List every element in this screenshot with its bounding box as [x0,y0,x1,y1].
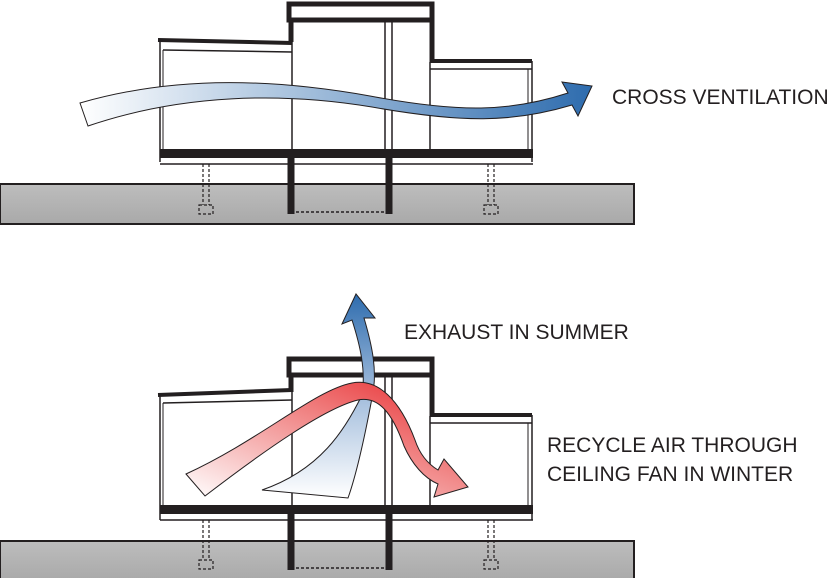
recycle-winter-arrow [185,381,469,498]
ground-top [0,183,635,225]
cross-ventilation-label: CROSS VENTILATION [612,86,829,109]
exhaust-summer-arrow [261,293,377,499]
recycle-label-line2: CEILING FAN IN WINTER [547,463,794,486]
recycle-label-line1: RECYCLE AIR THROUGH [547,434,798,457]
section-summer-winter [0,293,635,578]
ground-bottom [0,540,635,578]
exhaust-summer-label: EXHAUST IN SUMMER [404,321,629,344]
section-cross-ventilation [0,1,635,225]
cross-ventilation-arrow [79,81,593,127]
